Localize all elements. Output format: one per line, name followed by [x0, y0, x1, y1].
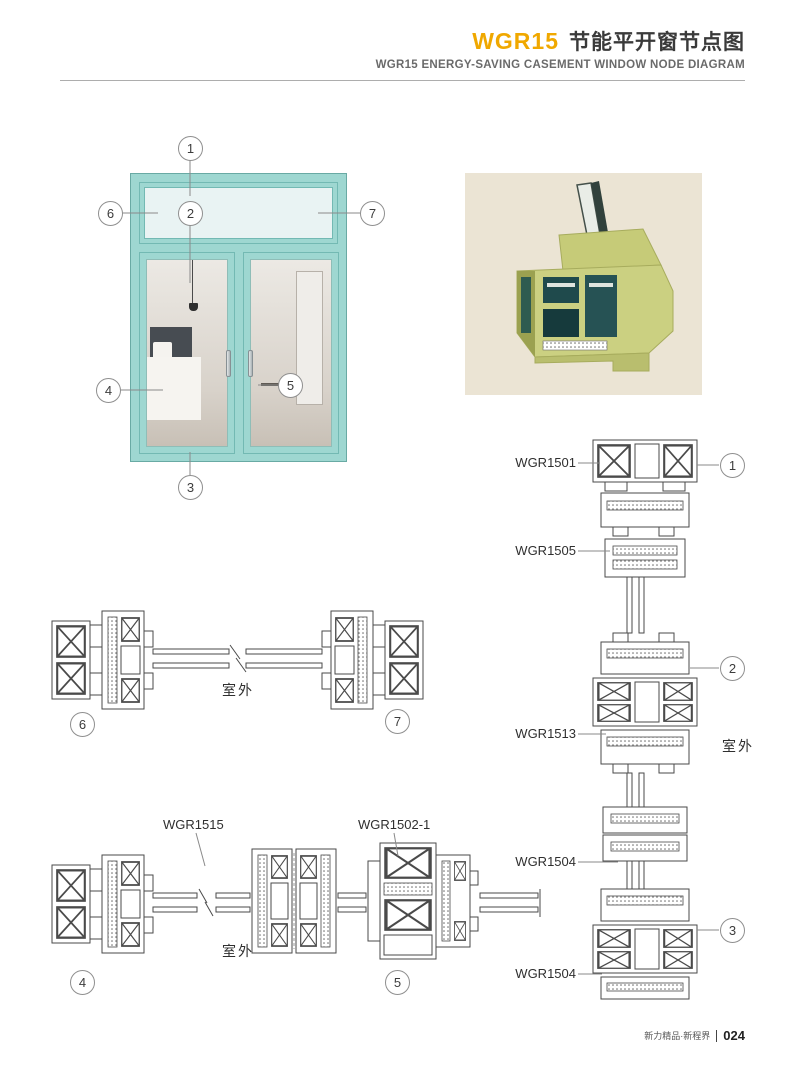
chamber-slot-2	[589, 283, 613, 287]
head-frame-profile	[592, 439, 698, 492]
page-title-en: WGR15 ENERGY-SAVING CASEMENT WINDOW NODE…	[375, 59, 745, 71]
wgr1504-bottom-profile	[600, 976, 690, 1000]
profile-label-wgr1505: WGR1505	[515, 543, 576, 558]
section-callout-4: 4	[70, 970, 95, 995]
page-title: WGR15 节能平开窗节点图	[60, 26, 745, 56]
left-sash	[139, 252, 235, 454]
wgr1504-sash-profile	[600, 888, 690, 922]
section-callout-6: 6	[70, 712, 95, 737]
transom-profile-node2	[592, 632, 698, 727]
frame-sash-cluster-left	[52, 611, 153, 709]
pendant-lamp-cord	[191, 260, 193, 305]
top-sash-profile	[600, 492, 690, 537]
product-code: WGR15	[472, 28, 559, 54]
section-callout-7: 7	[385, 709, 410, 734]
glass-unit-right	[479, 889, 541, 917]
window-handle-right	[248, 350, 253, 377]
glass-unit-mid	[337, 892, 367, 913]
page-header: WGR15 节能平开窗节点图 WGR15 ENERGY-SAVING CASEME…	[60, 26, 745, 81]
glass-unit-lower	[626, 860, 645, 890]
transom-glass	[139, 182, 338, 244]
callout-1: 1	[178, 136, 203, 161]
outdoor-label: 室外	[222, 943, 254, 959]
footer-slogan: 新力精品·新程界	[644, 1031, 711, 1041]
meeting-stile-right	[296, 849, 336, 953]
outdoor-label: 室外	[722, 738, 754, 754]
side-table	[260, 382, 280, 386]
horizontal-section-top-drawing	[50, 603, 425, 718]
casement-window-illustration	[130, 173, 347, 462]
profile-label-wgr1501: WGR1501	[515, 455, 576, 470]
glass-unit-middle	[626, 772, 645, 808]
sill-frame-profile-node3	[592, 924, 698, 974]
mullion-cluster	[367, 842, 479, 960]
page-title-cn: 节能平开窗节点图	[569, 31, 745, 54]
callout-3: 3	[178, 475, 203, 500]
section-callout-3: 3	[720, 918, 745, 943]
bed-pillow	[152, 341, 172, 359]
frame-sash-cluster-left	[52, 855, 153, 953]
callout-2: 2	[178, 201, 203, 226]
thermal-break-strip	[542, 340, 608, 351]
bedroom-photo-left	[146, 259, 228, 447]
glass-unit-left	[152, 888, 251, 917]
horizontal-section-bottom-drawing	[50, 842, 541, 960]
chamber-2	[543, 309, 579, 337]
sash-top-face	[558, 228, 662, 272]
profile-label-wgr1502-1: WGR1502-1	[358, 817, 431, 832]
callout-5: 5	[278, 373, 303, 398]
callout-7: 7	[360, 201, 385, 226]
bedroom-photo-right	[250, 259, 332, 447]
section-callout-5: 5	[385, 970, 410, 995]
profile-label-wgr1504-a: WGR1504	[515, 854, 576, 869]
wgr1505-profile	[604, 538, 686, 578]
footer-divider	[716, 1029, 718, 1042]
bottom-flange	[534, 352, 650, 372]
chamber-1	[543, 277, 579, 303]
frame-sash-cluster-right	[322, 611, 423, 709]
chamber-slot-1	[547, 283, 575, 287]
vertical-section-drawing	[592, 439, 698, 1000]
callout-6: 6	[98, 201, 123, 226]
section-callout-2: 2	[720, 656, 745, 681]
section-callout-1: 1	[720, 453, 745, 478]
painted-green-part	[521, 277, 531, 333]
window-handle-left	[226, 350, 231, 377]
bed	[147, 356, 202, 420]
profile-label-wgr1504-b: WGR1504	[515, 966, 576, 981]
header-divider	[60, 80, 745, 81]
pendant-lamp-shade	[189, 302, 198, 311]
glass-unit	[152, 644, 323, 673]
callout-4: 4	[96, 378, 121, 403]
wgr1513-sash-profile	[600, 729, 690, 774]
glass-unit-upper	[626, 576, 645, 634]
outdoor-label: 室外	[222, 682, 254, 698]
profile-render-graphic	[516, 181, 674, 372]
page-footer: 新力精品·新程界 024	[644, 1028, 745, 1043]
meeting-stile-left	[252, 849, 292, 953]
meeting-profiles	[602, 806, 688, 862]
profile-label-wgr1515: WGR1515	[163, 817, 224, 832]
page-number: 024	[723, 1028, 745, 1043]
profile-label-wgr1513: WGR1513	[515, 726, 576, 741]
right-sash	[243, 252, 339, 454]
profile-3d-render	[465, 173, 702, 395]
